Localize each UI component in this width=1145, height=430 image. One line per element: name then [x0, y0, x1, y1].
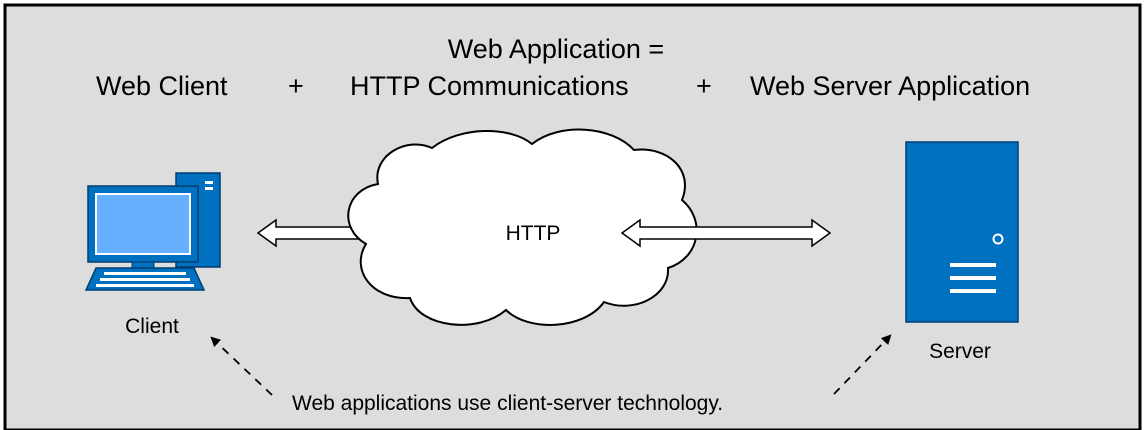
monitor-screen [95, 193, 191, 255]
footnote-text: Web applications use client-server techn… [292, 392, 723, 415]
equation-http-term: HTTP Communications [350, 71, 629, 101]
server-vent-3 [950, 289, 996, 293]
server-tower-icon [905, 141, 1019, 323]
equation-plus-2: + [696, 71, 712, 101]
server-label: Server [929, 340, 991, 363]
server-vent-2 [950, 276, 996, 280]
keyboard-keys [96, 272, 194, 287]
equation-client-term: Web Client [96, 71, 228, 101]
dashed-arrow-to-server [833, 334, 892, 395]
cloud-icon [347, 128, 698, 326]
equation-plus-1: + [288, 71, 304, 101]
tower-slot-2 [205, 187, 213, 190]
equation-server-term: Web Server Application [750, 71, 1030, 101]
server-vent-1 [950, 263, 996, 267]
desktop-computer-icon [84, 172, 221, 291]
monitor-stand [131, 261, 155, 269]
diagram-title: Web Application = [448, 34, 664, 64]
http-server-double-arrow [620, 218, 832, 248]
server-power-led [992, 233, 1004, 245]
client-label: Client [125, 315, 179, 338]
dashed-arrow-to-client [210, 336, 273, 396]
cloud-label: HTTP [506, 222, 561, 245]
server-case [905, 141, 1019, 323]
tower-slot-1 [205, 181, 213, 184]
